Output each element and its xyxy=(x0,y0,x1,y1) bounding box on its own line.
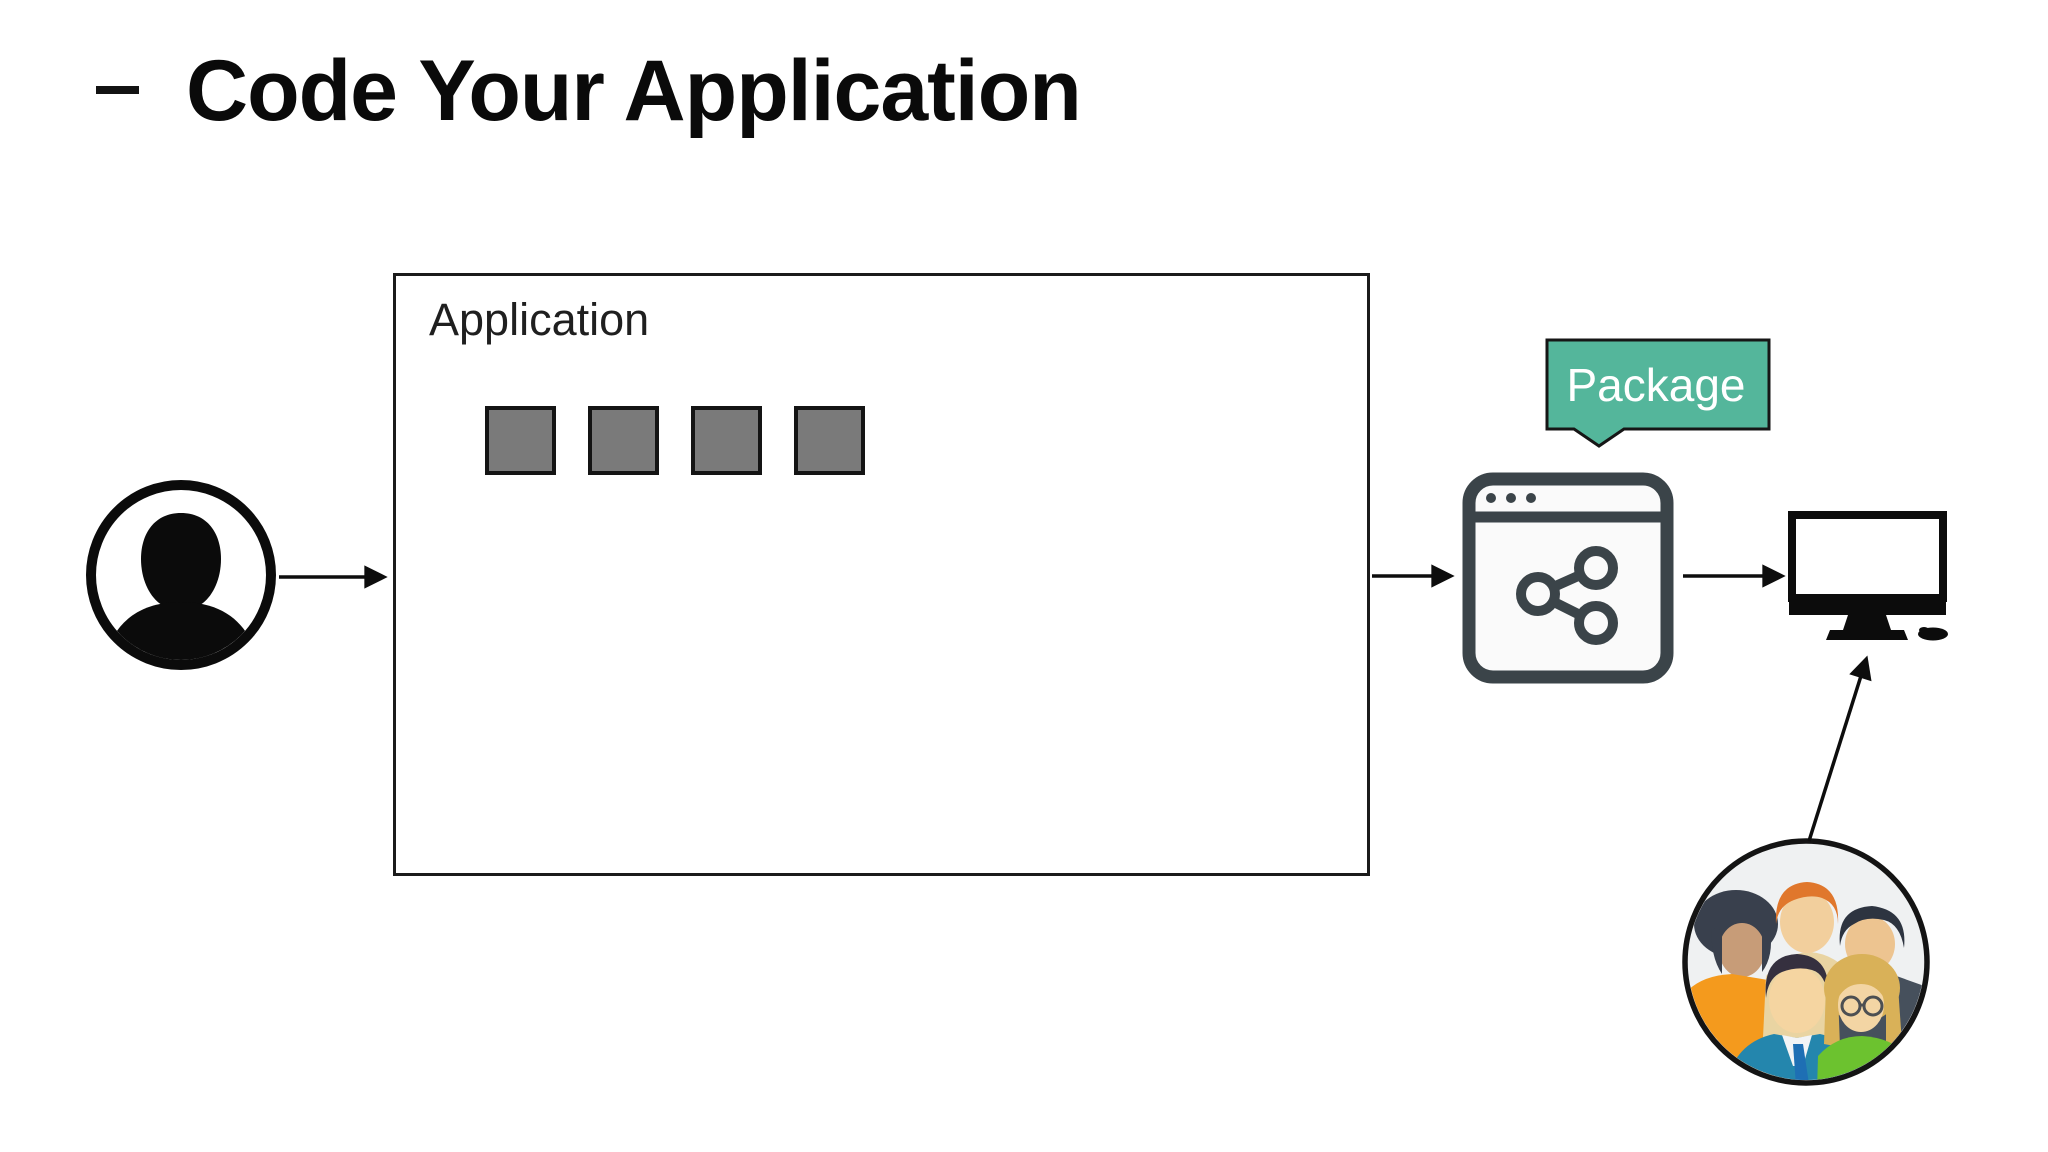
modules-row xyxy=(485,406,865,475)
mouse-icon xyxy=(1918,627,1948,641)
person-avatar-icon xyxy=(86,480,276,670)
module-block xyxy=(485,406,556,475)
package-label: Package xyxy=(1566,359,1745,411)
application-label: Application xyxy=(429,294,650,345)
arrow-users-to-computer xyxy=(1807,655,1872,842)
module-block xyxy=(794,406,865,475)
monitor-stand xyxy=(1843,615,1891,630)
share-icon xyxy=(1516,546,1618,645)
package-callout-shape xyxy=(1545,338,1771,448)
browser-share-icon xyxy=(1462,472,1674,684)
package-callout: Package xyxy=(1545,338,1771,448)
desktop-computer-icon xyxy=(1788,511,1948,641)
page-title: Code Your Application xyxy=(186,43,1082,139)
glasses-icon xyxy=(1840,995,1884,1017)
monitor-base xyxy=(1826,630,1908,640)
module-block xyxy=(691,406,762,475)
module-block xyxy=(588,406,659,475)
title-bullet-dash xyxy=(96,86,139,94)
application-box: Application xyxy=(393,273,1370,876)
window-dots-icon xyxy=(1486,493,1536,503)
monitor-bezel xyxy=(1789,602,1946,615)
monitor-screen xyxy=(1788,511,1947,602)
avatar-head xyxy=(141,513,221,611)
users-group-icon xyxy=(1682,838,1930,1086)
